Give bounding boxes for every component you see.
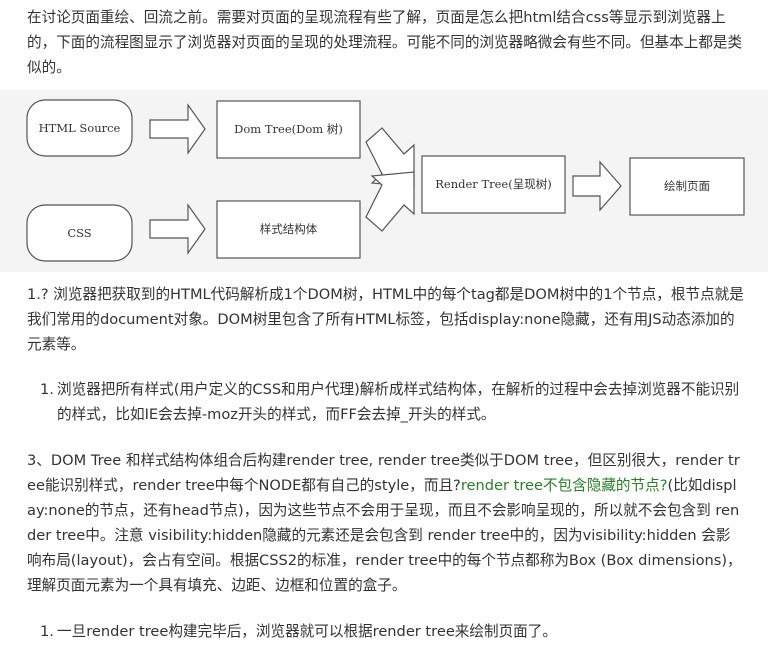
html-source-box [26,99,133,157]
list-number: 1. [40,381,54,398]
step1-paragraph: 1.? 浏览器把获取到的HTML代码解析成1个DOM树，HTML中的每个tag都… [27,286,744,353]
css-label: CSS [67,225,92,240]
arrow-css-to-style [149,203,206,255]
arrow-html-to-dom [149,103,206,155]
style-struct-label: 样式结构体 [259,222,318,236]
diagram-graphics [26,99,745,262]
css-box [26,204,133,262]
list-item-text: 一旦render tree构建完毕后，浏览器就可以根据render tree来绘… [57,623,557,640]
intro-paragraph: 在讨论页面重绘、回流之前。需要对页面的呈现流程有些了解，页面是怎么把html结合… [27,9,743,76]
arrow-style-to-render [365,171,415,232]
dom-tree-box [216,100,361,159]
render-tree-box [421,155,566,214]
render-flow-diagram: HTML Source CSS Dom Tree(Dom 树) 样式结构体 Re… [0,90,768,272]
list-number: 1. [40,623,54,640]
list-item-paint: 1. 一旦render tree构建完毕后，浏览器就可以根据render tre… [40,619,747,644]
render-tree-label: Render Tree(呈现树) [435,177,552,191]
step3-paragraph: 3、DOM Tree 和样式结构体组合后构建render tree, rende… [27,448,745,598]
paint-page-label: 绘制页面 [664,179,710,193]
list-item-text: 浏览器把所有样式(用户定义的CSS和用户代理)解析成样式结构体，在解析的过程中会… [57,381,740,423]
html-source-label: HTML Source [38,120,121,135]
arrow-render-to-paint [572,160,622,212]
paint-page-box [629,157,745,216]
dom-tree-label: Dom Tree(Dom 树) [234,122,343,136]
step3-highlight: render tree不包含隐藏的节点? [460,477,668,494]
step3-text-before: 3、DOM Tree 和样式结构体组合后构建render tree, rende… [27,452,740,494]
step3-text-after: (比如display:none的节点，还有head节点)，因为这些节点不会用于呈… [27,477,742,594]
list-item-style-struct: 1. 浏览器把所有样式(用户定义的CSS和用户代理)解析成样式结构体，在解析的过… [40,377,747,427]
style-struct-box [216,200,361,259]
